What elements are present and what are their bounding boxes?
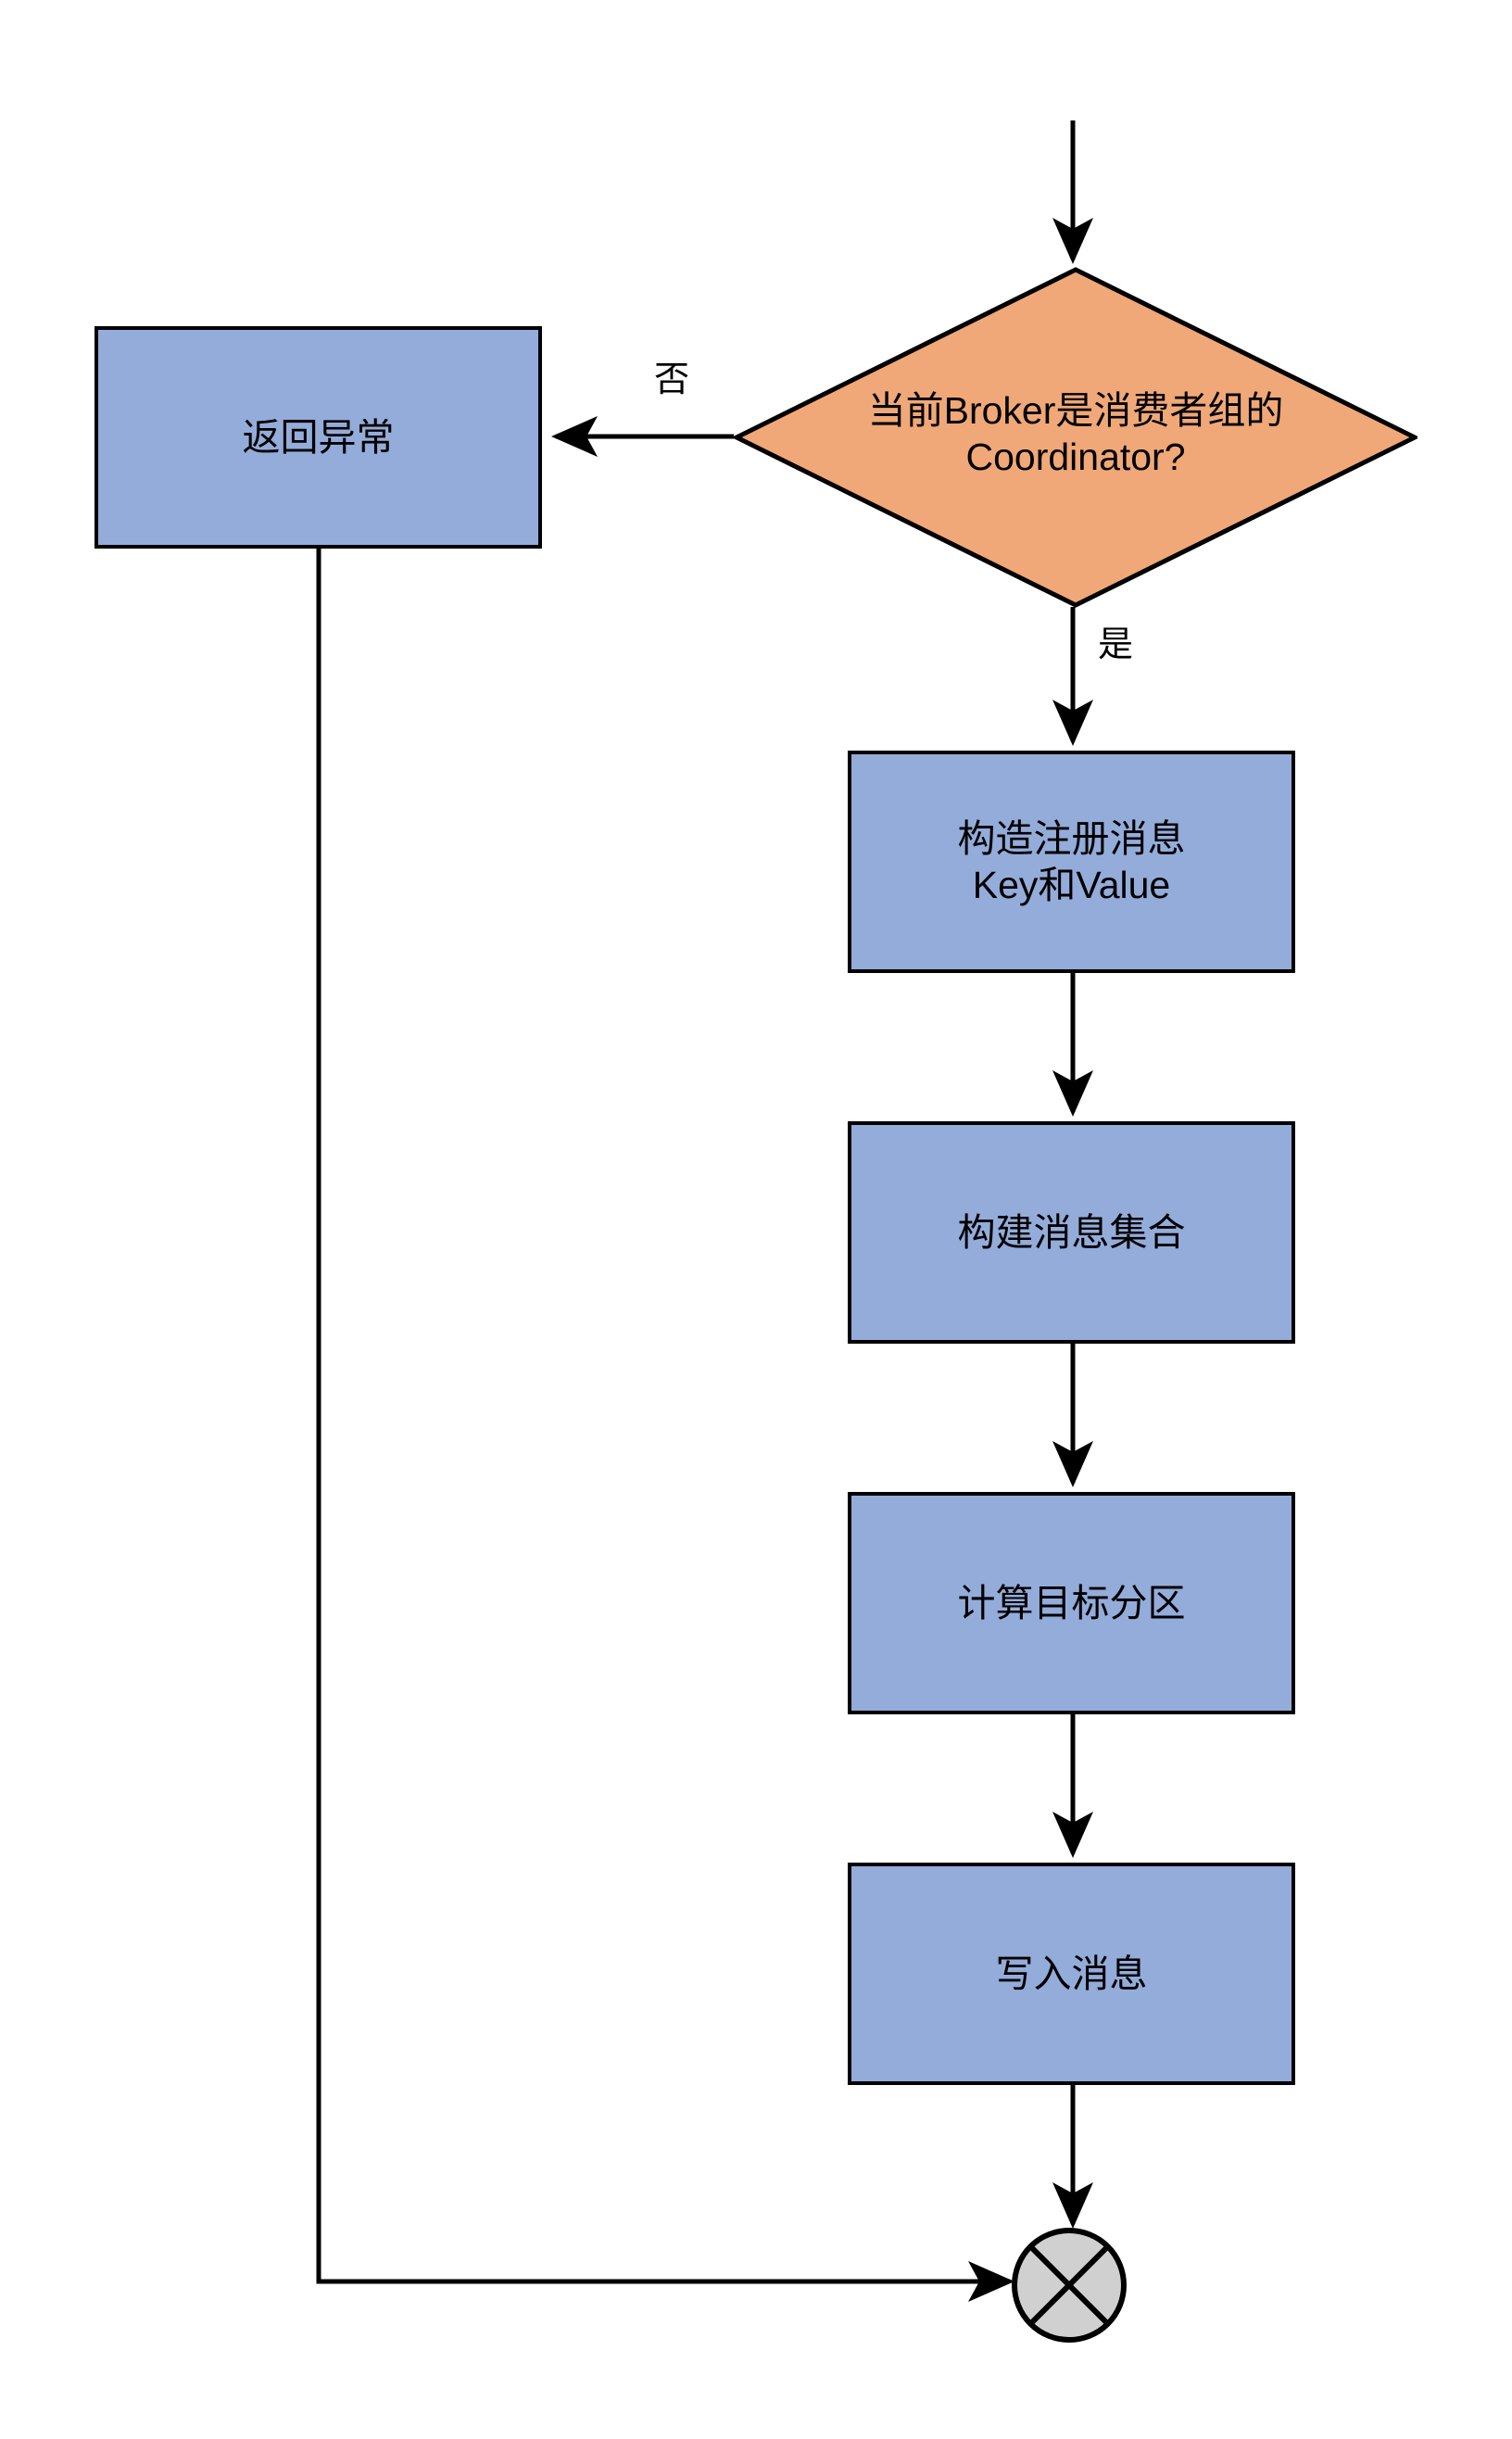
build-register-message[interactable]: 构造注册消息 Key和Value <box>848 751 1295 973</box>
edge-label-no: 否 <box>654 360 690 399</box>
return-exception-label: 返回异常 <box>242 415 395 459</box>
decision-coordinator-label: 当前Broker是消费者组的 Coordinator? <box>867 388 1284 478</box>
build-message-set[interactable]: 构建消息集合 <box>848 1121 1295 1344</box>
terminal-end[interactable] <box>1010 2226 1128 2344</box>
return-exception[interactable]: 返回异常 <box>94 326 542 549</box>
terminal-circle-cross-icon <box>1012 2228 1127 2343</box>
decision-coordinator[interactable]: 当前Broker是消费者组的 Coordinator? <box>734 267 1418 608</box>
edge-label-yes: 是 <box>1098 626 1134 664</box>
write-message[interactable]: 写入消息 <box>848 1863 1295 2085</box>
build-message-set-label: 构建消息集合 <box>957 1210 1186 1254</box>
compute-target-partition[interactable]: 计算目标分区 <box>848 1492 1295 1714</box>
write-message-label: 写入消息 <box>995 1952 1148 1995</box>
build-register-message-label: 构造注册消息 Key和Value <box>957 816 1186 906</box>
diamond-shape <box>734 267 1418 608</box>
compute-target-partition-label: 计算目标分区 <box>957 1581 1186 1624</box>
